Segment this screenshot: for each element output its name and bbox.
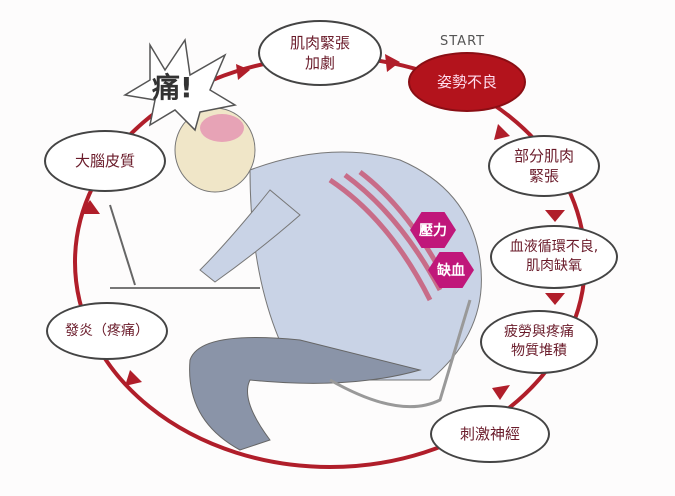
node-inflammation: 發炎（疼痛） [46,302,168,360]
start-label: START [440,34,486,49]
node-nerve-stimulation: 刺激神經 [430,405,550,463]
brain [200,114,244,142]
node-poor-posture: 姿勢不良 [408,52,526,112]
laptop-screen [109,204,136,286]
pain-exclamation: 痛! [152,71,193,104]
node-fatigue-accumulation: 疲勞與疼痛 物質堆積 [480,310,598,374]
chair [329,299,472,409]
torso [249,151,482,381]
node-partial-muscle-tension: 部分肌肉 緊張 [488,135,600,197]
arrowheads [80,54,565,400]
node-increased-muscle-tension: 肌肉緊張 加劇 [258,20,382,86]
node-cerebral-cortex: 大腦皮質 [44,130,166,192]
arm [199,189,301,283]
node-poor-circulation: 血液循環不良, 肌肉缺氧 [490,225,618,289]
legs [189,337,422,451]
pain-burst [122,37,238,132]
